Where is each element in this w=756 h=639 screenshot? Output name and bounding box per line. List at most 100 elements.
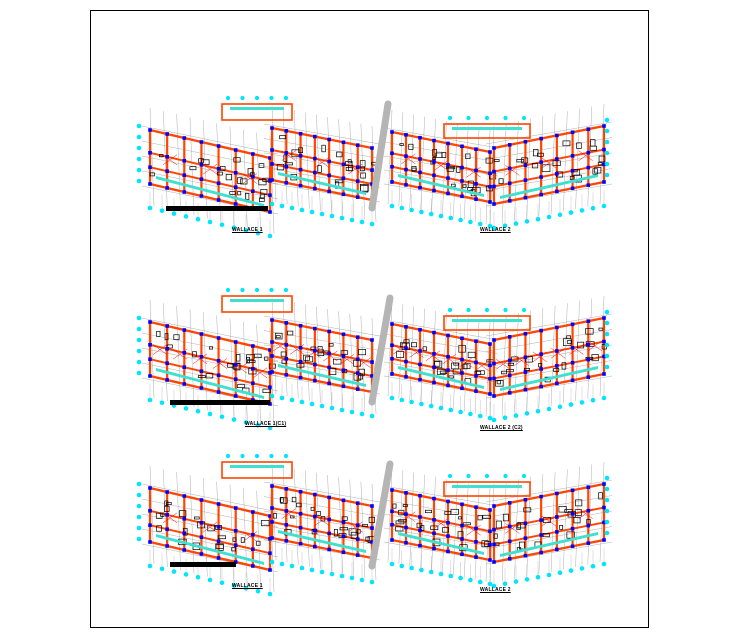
column bbox=[370, 146, 374, 150]
column bbox=[474, 360, 478, 365]
axis-bubble bbox=[240, 453, 245, 459]
axis-bubble bbox=[279, 203, 285, 209]
fixture bbox=[166, 344, 173, 349]
axis-bubble bbox=[183, 406, 189, 411]
fixture bbox=[498, 178, 504, 185]
axis-bubble bbox=[448, 215, 454, 221]
axis-bubble bbox=[487, 415, 493, 421]
fixture bbox=[598, 327, 604, 331]
fixture bbox=[456, 166, 461, 173]
fixture bbox=[156, 525, 162, 532]
axis-bubble bbox=[419, 401, 424, 407]
column bbox=[216, 167, 221, 171]
axis-bubble bbox=[225, 95, 231, 101]
fixture bbox=[566, 340, 573, 344]
column bbox=[298, 153, 303, 158]
column bbox=[570, 346, 575, 350]
hatch-line bbox=[192, 353, 208, 365]
corridor-wall bbox=[493, 506, 605, 531]
balcony bbox=[156, 176, 264, 207]
axis-bubble bbox=[409, 207, 414, 213]
fixture bbox=[569, 176, 575, 180]
axis-bubble bbox=[604, 475, 610, 481]
column bbox=[148, 165, 152, 169]
axis-bubble bbox=[568, 210, 574, 215]
column bbox=[446, 549, 450, 554]
column bbox=[341, 368, 346, 373]
axis-bubble bbox=[147, 563, 153, 569]
column bbox=[370, 526, 374, 530]
column bbox=[602, 339, 606, 344]
column bbox=[432, 160, 436, 164]
grid-line bbox=[263, 330, 381, 351]
fixture bbox=[436, 368, 446, 375]
axis-bubble bbox=[503, 115, 508, 121]
grid-line bbox=[263, 123, 381, 145]
grid-line bbox=[420, 116, 425, 211]
grid-line bbox=[176, 114, 181, 213]
fixture bbox=[462, 522, 471, 526]
axis-bubble bbox=[535, 408, 541, 414]
column bbox=[488, 529, 492, 534]
column bbox=[488, 542, 492, 547]
fixture bbox=[333, 529, 338, 537]
column bbox=[270, 484, 274, 488]
divider-strip bbox=[368, 100, 392, 212]
fixture bbox=[446, 167, 455, 172]
axis-bubble bbox=[329, 405, 335, 411]
column bbox=[148, 486, 152, 490]
axis-bubble bbox=[568, 402, 574, 407]
axis-bubble bbox=[267, 425, 273, 431]
fixture bbox=[496, 380, 502, 385]
column bbox=[390, 522, 394, 527]
column bbox=[418, 327, 422, 332]
hatch-line bbox=[242, 531, 258, 542]
axis-bubble bbox=[604, 172, 610, 178]
column bbox=[404, 491, 408, 495]
axis-bubble bbox=[389, 395, 395, 401]
stair-block bbox=[221, 295, 293, 313]
column bbox=[539, 533, 543, 537]
axis-bubble bbox=[579, 400, 585, 405]
fixture bbox=[284, 162, 293, 166]
fixture bbox=[216, 171, 223, 176]
axis-bubble bbox=[546, 406, 552, 412]
column bbox=[298, 345, 303, 350]
axis-bubble bbox=[136, 156, 142, 162]
exterior-wall bbox=[493, 372, 605, 398]
column bbox=[488, 150, 492, 154]
column bbox=[341, 550, 346, 555]
column bbox=[555, 349, 559, 353]
axis-bubble bbox=[299, 399, 305, 405]
axis-bubble bbox=[484, 115, 490, 121]
axis-bubble bbox=[147, 397, 153, 403]
column bbox=[474, 526, 478, 531]
hatch-line bbox=[348, 521, 363, 533]
axis-bubble bbox=[283, 453, 289, 459]
column bbox=[602, 482, 606, 486]
axis-bubble bbox=[219, 222, 225, 228]
column bbox=[570, 488, 575, 493]
column bbox=[602, 354, 606, 359]
fixture bbox=[253, 353, 262, 359]
fixture bbox=[395, 526, 404, 532]
column bbox=[555, 547, 559, 552]
column bbox=[492, 376, 496, 381]
corridor-wall bbox=[271, 162, 373, 185]
column bbox=[404, 133, 408, 137]
column bbox=[460, 357, 464, 362]
fixture bbox=[198, 158, 204, 164]
axis-bubble bbox=[225, 287, 231, 293]
column bbox=[555, 364, 559, 368]
fixture bbox=[467, 180, 474, 188]
column bbox=[523, 370, 528, 374]
grid-line bbox=[453, 315, 458, 410]
column bbox=[446, 354, 450, 359]
axis-bubble bbox=[428, 569, 434, 575]
axis-bubble bbox=[267, 591, 273, 597]
fixture bbox=[495, 520, 502, 529]
grid-line bbox=[263, 315, 381, 337]
axis-bubble bbox=[207, 411, 213, 417]
fixture bbox=[173, 334, 180, 340]
column bbox=[432, 173, 436, 178]
